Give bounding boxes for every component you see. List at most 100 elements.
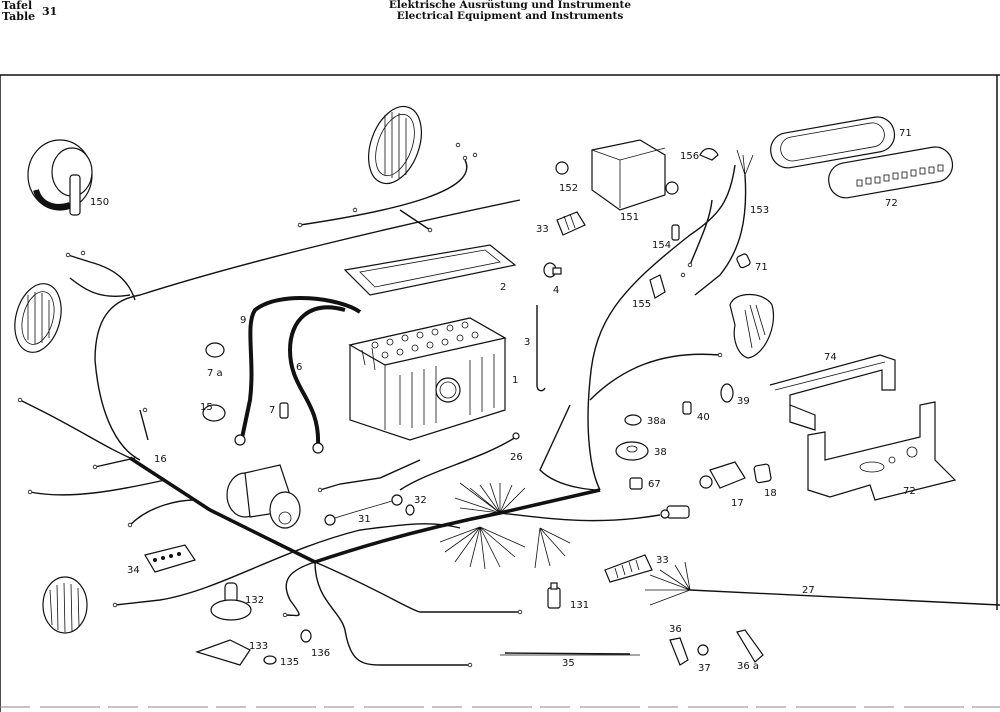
fuse-cover-72[interactable] [768, 114, 897, 170]
table-number: 31 [42, 5, 58, 18]
ground-strap-18[interactable] [399, 436, 517, 491]
headlight-top[interactable] [359, 99, 431, 191]
part-label-7: 7 [269, 405, 275, 416]
fuse-box-71[interactable] [826, 144, 955, 200]
cable-153[interactable] [694, 174, 747, 296]
headlight-left[interactable] [8, 278, 69, 357]
sender-131[interactable] [547, 582, 561, 609]
wiring-harness [19, 159, 1000, 666]
turn-signal-lamp[interactable] [42, 576, 88, 634]
connector-33[interactable] [556, 211, 586, 236]
battery-cover[interactable] [343, 244, 517, 296]
grommet-136[interactable] [300, 629, 312, 643]
diagram-frame [0, 74, 1000, 712]
part-label-9: 15 [200, 402, 213, 413]
part-label-37: 38 [654, 447, 667, 458]
clip-156[interactable] [699, 148, 719, 161]
bracket-75[interactable] [769, 354, 896, 431]
bracket-74[interactable] [807, 401, 957, 501]
clip-27[interactable] [405, 504, 415, 516]
starter-motor[interactable] [226, 464, 301, 529]
connector-plug[interactable] [660, 505, 690, 519]
tafel-label: Tafel [2, 0, 33, 12]
part-label-2: 2 [500, 282, 506, 293]
part-label-156: 156 [680, 151, 699, 162]
battery-cable-6[interactable] [287, 305, 346, 446]
part-label-4: 4 [553, 285, 559, 296]
gasket-17[interactable] [753, 463, 772, 484]
part-label-36: 36 a [737, 661, 759, 672]
part-label-72: 71 [899, 128, 912, 139]
clip-135[interactable] [263, 655, 277, 665]
part-label-7a: 7 a [207, 368, 223, 379]
part-label-136: 136 [311, 648, 330, 659]
part-label-8: 9 [240, 315, 246, 326]
part-label-67: 71 [755, 262, 768, 273]
voltage-regulator-151[interactable] [591, 139, 679, 211]
table-label: Table [2, 10, 36, 23]
part-label-71: 72 [885, 198, 898, 209]
part-label-38a: 39 [737, 396, 750, 407]
strap-26[interactable] [324, 494, 403, 526]
part-label-75: 74 [824, 352, 837, 363]
part-label-15: 16 [154, 454, 167, 465]
switch-16[interactable] [699, 461, 746, 489]
part-label-132: 132 [245, 595, 264, 606]
part-label-150: 150 [90, 197, 109, 208]
nut-36a[interactable] [697, 644, 709, 656]
sender-132[interactable] [210, 582, 252, 621]
sleeve-67[interactable] [736, 253, 751, 269]
part-label-6: 6 [296, 362, 302, 373]
gasket-133[interactable] [195, 639, 251, 666]
part-label-152: 152 [559, 183, 578, 194]
part-label-153: 153 [750, 205, 769, 216]
part-label-31: 33 [656, 555, 669, 566]
wire-fan-center [439, 482, 691, 606]
table-number-header: Tafel Table 31 [2, 0, 57, 23]
sleeve-154[interactable] [671, 224, 680, 241]
grommet-38a[interactable] [720, 383, 734, 403]
part-label-32: 34 [127, 565, 140, 576]
grommet-37[interactable] [615, 441, 649, 461]
terminal-7[interactable] [279, 402, 289, 419]
battery-cable-8[interactable] [240, 296, 362, 439]
horn[interactable] [27, 139, 93, 216]
title-german: Elektrische Ausrüstung und Instrumente [388, 0, 632, 11]
grommet-152[interactable] [555, 161, 569, 175]
grommet-9[interactable] [202, 404, 226, 422]
part-label-131: 131 [570, 600, 589, 611]
part-label-20: 27 [802, 585, 815, 596]
part-label-39: 40 [697, 412, 710, 423]
part-label-35: 36 [669, 624, 682, 635]
battery-rod[interactable] [536, 305, 546, 392]
title-english: Electrical Equipment and Instruments [396, 10, 624, 22]
battery[interactable] [348, 317, 507, 441]
terminal-block-32[interactable] [144, 544, 196, 573]
part-label-155: 155 [632, 299, 651, 310]
bracket-36[interactable] [736, 629, 764, 663]
rear-lamp[interactable] [729, 293, 774, 359]
bracket-35[interactable] [669, 637, 689, 666]
part-label-135: 135 [280, 657, 299, 668]
boot-155[interactable] [649, 274, 666, 299]
clip-40[interactable] [629, 477, 643, 490]
part-label-1: 1 [512, 375, 518, 386]
part-label-26: 31 [358, 514, 371, 525]
grommet-7a[interactable] [205, 342, 225, 358]
clip-39[interactable] [682, 401, 692, 415]
connector-31[interactable] [604, 554, 653, 583]
page-title: Elektrische Ausrüstung und Instrumente E… [330, 0, 690, 22]
cable-34[interactable] [504, 652, 631, 655]
part-label-151: 151 [620, 212, 639, 223]
part-label-36a: 37 [698, 663, 711, 674]
part-label-17: 18 [764, 488, 777, 499]
grommet-38[interactable] [624, 414, 642, 426]
part-label-3: 3 [524, 337, 530, 348]
part-label-18: 26 [510, 452, 523, 463]
part-label-38: 38a [647, 416, 666, 427]
battery-nut[interactable] [543, 262, 562, 278]
part-label-16: 17 [731, 498, 744, 509]
part-label-133: 133 [249, 641, 268, 652]
part-label-154: 154 [652, 240, 671, 251]
